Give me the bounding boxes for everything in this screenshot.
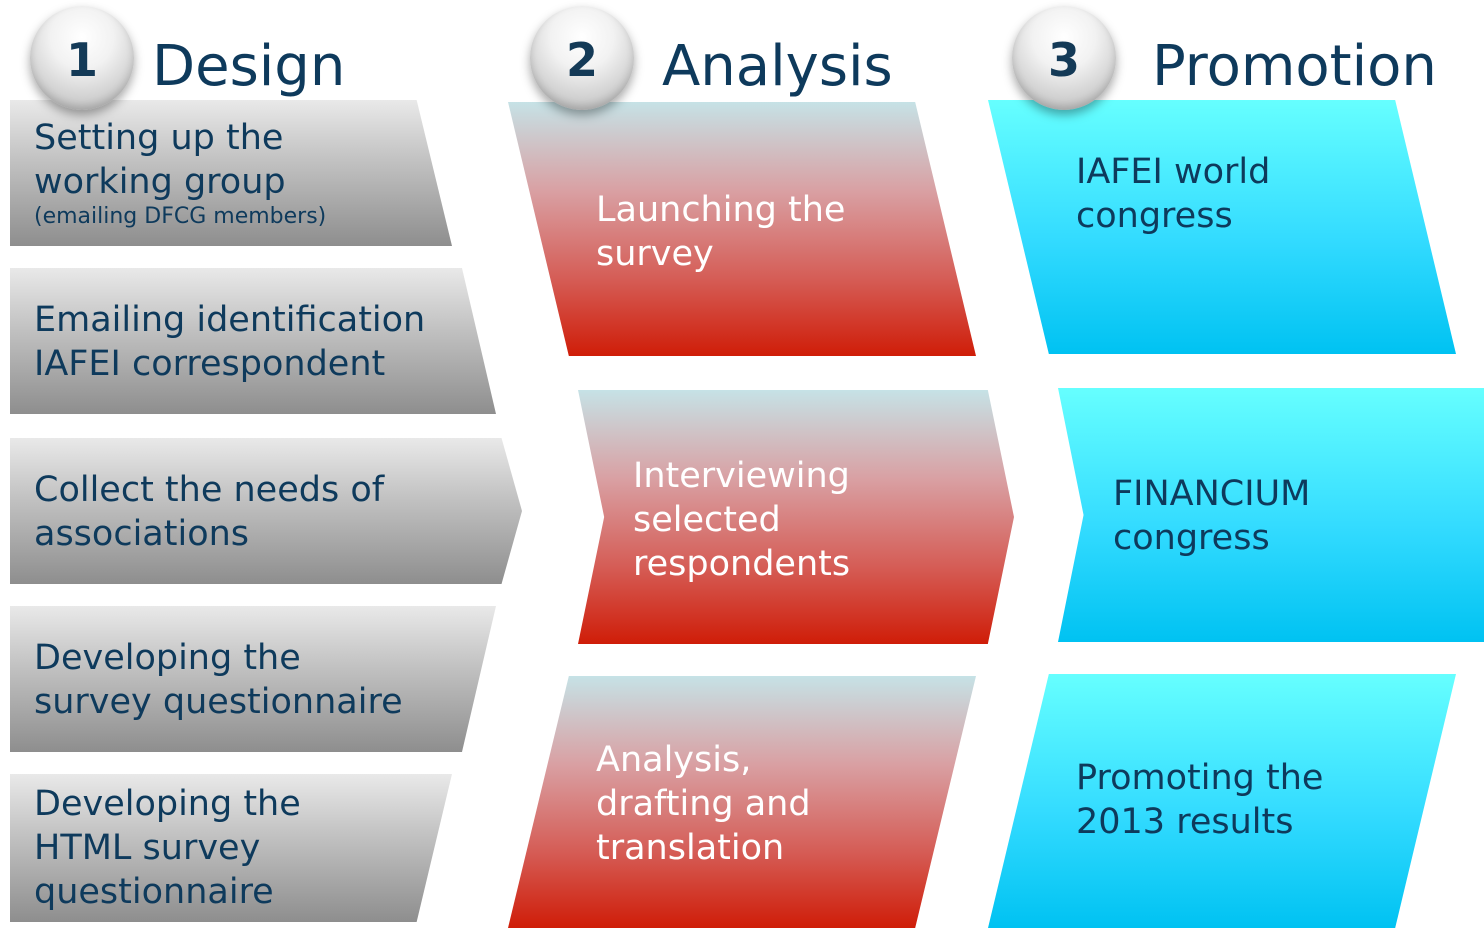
step-text: translation <box>596 828 785 868</box>
step-text: selected <box>633 500 781 540</box>
step-text: Setting up the <box>34 118 284 158</box>
step-text: Interviewing <box>633 456 850 496</box>
phase-title: Analysis <box>662 34 893 99</box>
step-text: IAFEI world <box>1076 152 1271 192</box>
phase-header-promotion: 3 Promotion <box>1012 6 1452 116</box>
step-text: 2013 results <box>1076 802 1294 842</box>
step-text: Launching the <box>596 190 846 230</box>
phase-number: 3 <box>1047 33 1080 87</box>
promotion-step-financium: FINANCIUM congress <box>1058 388 1484 642</box>
step-text: survey questionnaire <box>34 682 403 722</box>
step-text: Promoting the <box>1076 758 1324 798</box>
analysis-step-launching: Launching the survey <box>508 102 976 356</box>
promotion-step-iafei: IAFEI world congress <box>988 100 1456 354</box>
step-text: working group <box>34 162 286 202</box>
step-text: Analysis, <box>596 740 752 780</box>
step-text: Developing the <box>34 638 301 678</box>
step-text: associations <box>34 514 250 554</box>
phase-header-analysis: 2 Analysis <box>530 6 910 116</box>
phase-number: 2 <box>565 33 598 87</box>
step-text: FINANCIUM <box>1113 474 1311 514</box>
design-step-collect-needs: Collect the needs of associations <box>10 438 522 584</box>
design-step-working-group: Setting up the working group (emailing D… <box>10 100 452 246</box>
analysis-step-interviewing: Interviewing selected respondents <box>578 390 1014 644</box>
step-note: (emailing DFCG members) <box>34 204 327 229</box>
phase-number-badge: 2 <box>530 6 634 110</box>
phase-title: Design <box>152 34 346 99</box>
step-text: drafting and <box>596 784 811 824</box>
step-text: HTML survey <box>34 828 261 868</box>
analysis-step-drafting: Analysis, drafting and translation <box>508 676 976 928</box>
design-step-html-questionnaire: Developing the HTML survey questionnaire <box>10 774 452 922</box>
step-text: survey <box>596 234 714 274</box>
phase-title: Promotion <box>1152 34 1437 99</box>
step-text: Emailing identification <box>34 300 426 340</box>
design-step-emailing: Emailing identification IAFEI correspond… <box>10 268 496 414</box>
promotion-step-results: Promoting the 2013 results <box>988 674 1456 928</box>
phase-number: 1 <box>65 33 98 87</box>
step-text: Developing the <box>34 784 301 824</box>
step-text: congress <box>1113 518 1270 558</box>
step-text: Collect the needs of <box>34 470 385 510</box>
phase-header-design: 1 Design <box>30 6 360 116</box>
step-text: questionnaire <box>34 872 274 912</box>
phase-number-badge: 1 <box>30 6 134 110</box>
step-text: IAFEI correspondent <box>34 344 386 384</box>
phase-number-badge: 3 <box>1012 6 1116 110</box>
step-text: respondents <box>633 544 851 584</box>
design-step-questionnaire: Developing the survey questionnaire <box>10 606 496 752</box>
step-text: congress <box>1076 196 1233 236</box>
